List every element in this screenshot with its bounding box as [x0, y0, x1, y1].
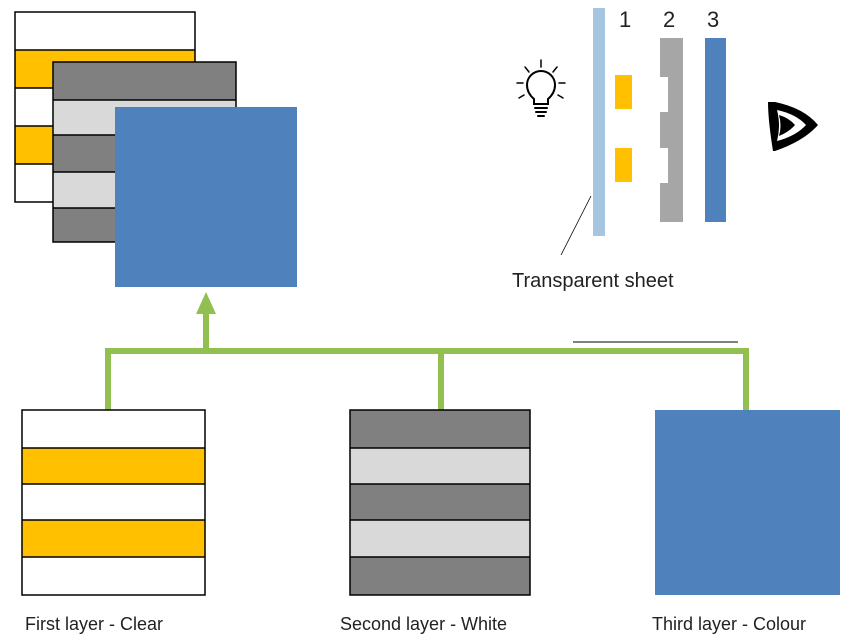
layer-1-block-bottom	[615, 148, 632, 182]
caption-second-layer: Second layer - White	[340, 614, 507, 634]
layer-2-profile	[660, 38, 683, 222]
stack-layer-colour	[115, 107, 297, 287]
transparent-sheet-bar	[593, 8, 605, 236]
composite-stack	[14, 11, 297, 287]
sheet-leader-line	[560, 195, 592, 256]
eye-icon	[768, 102, 818, 151]
arrow-head	[196, 292, 216, 314]
layer-colour-swatch	[655, 410, 840, 595]
caption-first-layer: First layer - Clear	[25, 614, 163, 634]
layer-1-block-top	[615, 75, 632, 109]
layer-clear-swatch	[21, 409, 206, 596]
layer-white-swatch	[349, 409, 531, 596]
transparent-sheet-label: Transparent sheet	[512, 270, 674, 292]
cross-section: 1 2 3	[512, 7, 818, 292]
caption-third-layer: Third layer - Colour	[652, 614, 806, 634]
layer-number-2: 2	[663, 7, 675, 32]
light-bulb-icon	[516, 59, 566, 117]
layer-number-1: 1	[619, 7, 631, 32]
layer-number-3: 3	[707, 7, 719, 32]
layer-3-bar	[705, 38, 726, 222]
connector-tree	[105, 312, 749, 410]
